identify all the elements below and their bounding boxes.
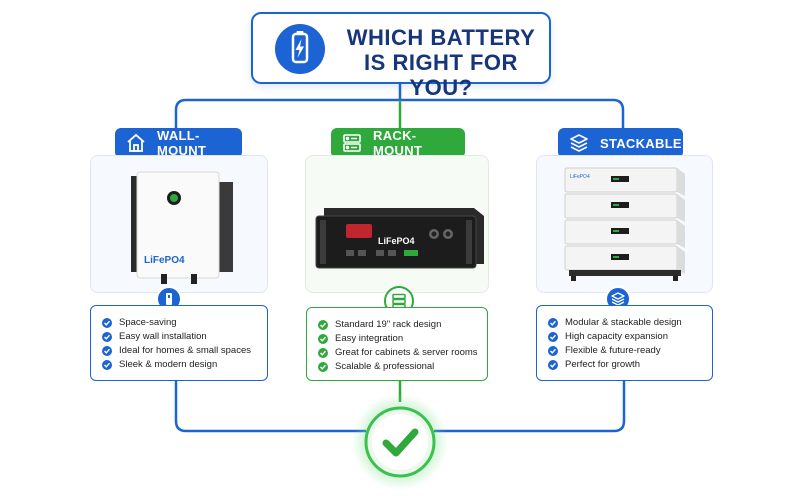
stackable-battery-image: LiFePO4: [564, 167, 685, 281]
feature-item: Ideal for homes & small spaces: [102, 344, 267, 358]
checkmark-badge: [352, 394, 448, 490]
layers-icon: [568, 132, 590, 154]
wall-mount-battery-image: LiFePO4: [131, 171, 233, 284]
features-rack-mount: Standard 19" rack design Easy integratio…: [306, 307, 488, 381]
feature-item: Modular & stackable design: [548, 316, 712, 330]
svg-text:LiFePO4: LiFePO4: [570, 174, 590, 180]
check-icon: [102, 360, 112, 370]
feature-item: Easy integration: [318, 332, 487, 346]
bottom-connector-right: [434, 380, 626, 433]
bottom-connector-left: [174, 380, 366, 433]
check-icon: [318, 348, 328, 358]
feature-item: Flexible & future-ready: [548, 344, 712, 358]
top-connector-right: [400, 98, 625, 128]
check-icon: [548, 346, 558, 356]
check-icon: [548, 332, 558, 342]
check-icon: [102, 346, 112, 356]
badge-stackable: STACKABLE: [558, 128, 683, 158]
feature-item: Standard 19" rack design: [318, 318, 487, 332]
feature-item: Easy wall installation: [102, 330, 267, 344]
badge-label: STACKABLE: [600, 135, 682, 151]
check-icon: [318, 320, 328, 330]
check-icon: [102, 332, 112, 342]
features-stackable: Modular & stackable design High capacity…: [536, 305, 713, 381]
check-icon: [548, 360, 558, 370]
feature-item: Space-saving: [102, 316, 267, 330]
svg-text:LiFePO4: LiFePO4: [144, 255, 185, 266]
product-panel-stackable: LiFePO4: [536, 155, 713, 293]
battery-bolt-icon: [275, 24, 325, 74]
svg-text:LiFePO4: LiFePO4: [378, 236, 415, 246]
check-icon: [102, 318, 112, 328]
page-title: WHICH BATTERY IS RIGHT FOR YOU?: [346, 25, 536, 100]
product-panel-rack-mount: LiFePO4: [305, 155, 489, 293]
features-wall-mount: Space-saving Easy wall installation Idea…: [90, 305, 268, 381]
check-icon: [548, 318, 558, 328]
badge-wall-mount: WALL-MOUNT: [115, 128, 242, 158]
feature-item: Great for cabinets & server rooms: [318, 346, 487, 360]
house-icon: [125, 132, 147, 154]
product-panel-wall-mount: LiFePO4: [90, 155, 268, 293]
badge-rack-mount: RACK-MOUNT: [331, 128, 465, 158]
feature-item: Sleek & modern design: [102, 358, 267, 372]
title-box: WHICH BATTERY IS RIGHT FOR YOU?: [251, 12, 551, 100]
check-icon: [318, 334, 328, 344]
badge-label: WALL-MOUNT: [157, 128, 207, 158]
feature-item: Perfect for growth: [548, 358, 712, 372]
badge-label: RACK-MOUNT: [373, 128, 423, 158]
feature-item: Scalable & professional: [318, 360, 487, 374]
rack-mount-battery-image: LiFePO4: [315, 208, 484, 269]
server-rack-icon: [341, 132, 363, 154]
check-icon: [318, 362, 328, 372]
feature-item: High capacity expansion: [548, 330, 712, 344]
top-connector-left: [174, 98, 400, 128]
checkmark-icon: [382, 428, 419, 457]
